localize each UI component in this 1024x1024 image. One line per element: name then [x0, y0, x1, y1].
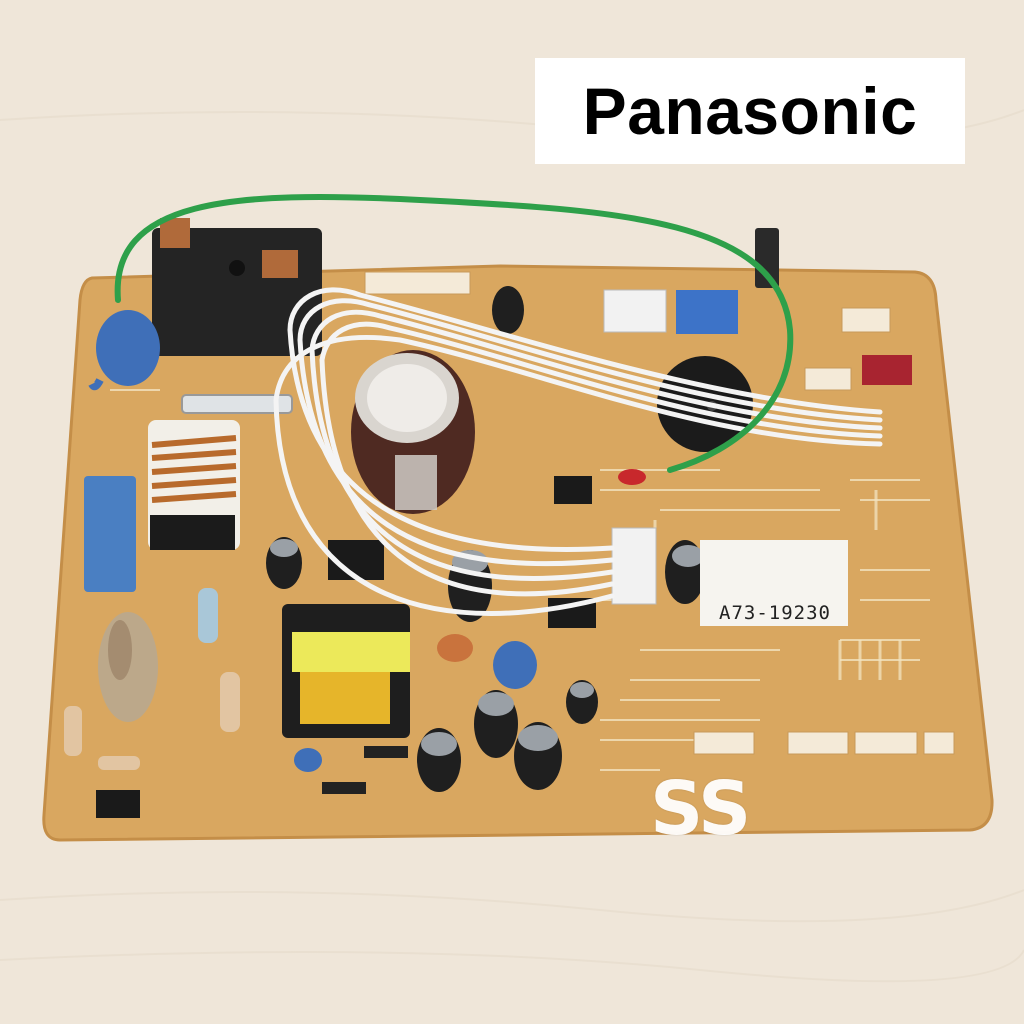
- blue-disc-capacitor: [96, 310, 160, 386]
- green-wire: [114, 193, 794, 473]
- watermark: SS: [650, 766, 751, 852]
- brand-banner: Panasonic: [535, 58, 965, 164]
- x-capacitor: [84, 476, 136, 592]
- label-sticker: [700, 540, 848, 626]
- brand-name: Panasonic: [582, 74, 918, 148]
- part-number-label: A73-19230: [719, 602, 831, 624]
